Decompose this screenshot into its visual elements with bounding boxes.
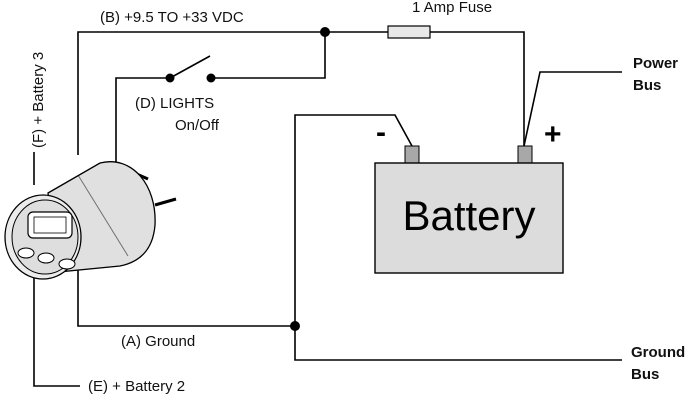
lights-label-line1: (D) LIGHTS (135, 95, 214, 112)
junction-dot-ground (290, 321, 300, 331)
ground-bus-label-line2: Bus (631, 366, 659, 383)
fuse-label: 1 Amp Fuse (412, 0, 492, 16)
lights-wire-d (115, 77, 170, 163)
fuse (387, 25, 431, 39)
switch-lever (169, 55, 211, 79)
ground-wire-a (77, 255, 295, 327)
battery2-wire-e (33, 262, 80, 387)
switch-feed-wire (214, 32, 326, 79)
power-bus-label-line2: Bus (633, 77, 661, 94)
ground-label: (A) Ground (121, 333, 195, 350)
battery-terminal-negative (404, 145, 420, 165)
supply-wire-b (77, 31, 388, 155)
battery-minus-sign: - (376, 116, 386, 149)
switch-contact-right (206, 73, 216, 83)
negative-lead (294, 114, 622, 361)
battery-body (374, 162, 564, 274)
lights-label-line2: On/Off (175, 117, 220, 134)
ground-bus-label-line1: Ground (631, 344, 685, 361)
gauge-icon (4, 161, 177, 280)
supply-label: (B) +9.5 TO +33 VDC (100, 9, 244, 26)
battery-label: Battery (402, 192, 535, 239)
power-bus-label-line1: Power (633, 55, 678, 72)
fuse-to-positive-wire (430, 31, 525, 146)
battery-plus-sign: + (544, 118, 562, 151)
battery-terminal-positive (517, 145, 533, 165)
battery2-label: (E) + Battery 2 (88, 378, 185, 395)
battery3-label: (F) + Battery 3 (30, 52, 47, 148)
power-bus-lead (523, 71, 622, 147)
